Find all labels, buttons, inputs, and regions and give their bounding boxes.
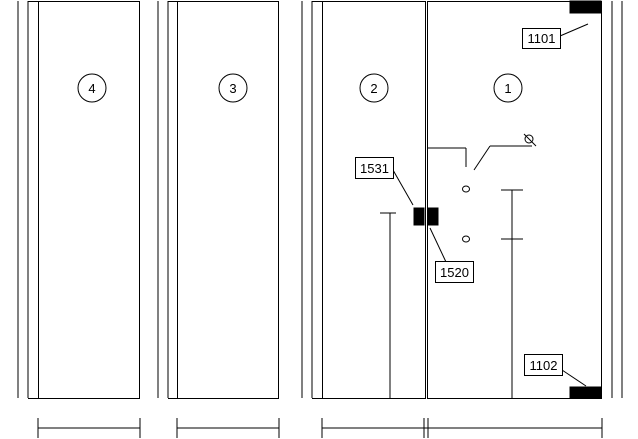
panel-number: 4 [88,81,95,96]
latch-block-right [427,207,439,226]
callout-1531: 1531 [355,157,414,206]
panel-number: 1 [504,81,511,96]
lever-arm [473,145,491,171]
panel-number-circle [493,73,523,103]
callout-label: 1531 [360,161,389,176]
panel-1: 1 [427,0,623,399]
panel-2: 2 [301,1,426,399]
panel-3: 3 [157,1,279,399]
callout-label: 1102 [530,358,558,373]
hole-marker [462,235,470,243]
bottom-hinge-block [569,386,602,399]
callout-1520: 1520 [429,227,474,283]
top-hinge-block [569,0,602,14]
callout-label: 1101 [528,31,556,46]
dimension-lines [37,418,603,438]
panel-number-circle [359,73,389,103]
hole-marker [462,185,470,193]
panel-4: 4 [17,1,140,399]
panel-number-circle [218,73,248,103]
crossed-circle-icon [524,134,534,144]
panel-number-circle [77,73,107,103]
callout-label: 1520 [440,265,469,280]
latch-block-left [413,207,425,226]
crossed-circle-icon [523,133,537,147]
panel-number: 3 [229,81,236,96]
callout-1102: 1102 [524,354,587,387]
callout-1101: 1101 [522,23,589,49]
panel-number: 2 [370,81,377,96]
